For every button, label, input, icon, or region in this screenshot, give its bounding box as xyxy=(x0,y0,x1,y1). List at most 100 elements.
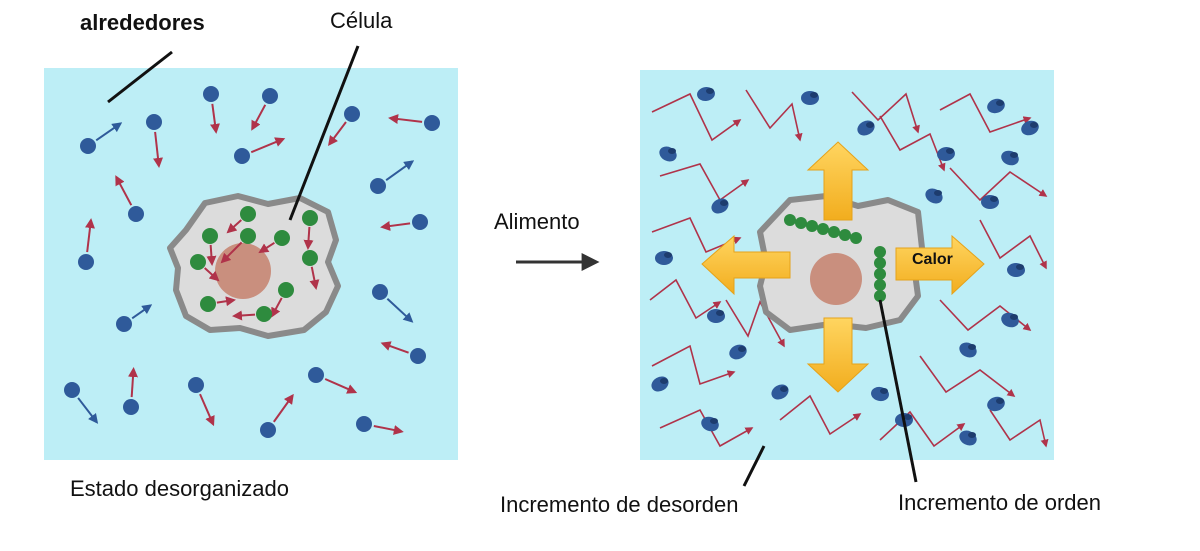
organelle-motion-arrow xyxy=(220,241,243,264)
dispersed-molecule-detail xyxy=(1016,264,1024,270)
surrounding-molecule xyxy=(260,422,276,438)
molecule-motion-arrow xyxy=(251,104,267,131)
cell-organelle xyxy=(278,282,294,298)
organelle-motion-arrow xyxy=(258,241,275,254)
dispersed-molecule-detail xyxy=(968,432,976,438)
random-walk-path xyxy=(939,92,1032,133)
dispersed-molecule-detail xyxy=(934,190,942,196)
molecule-motion-arrow xyxy=(380,341,409,354)
dispersed-molecule-detail xyxy=(1010,314,1018,320)
dispersed-molecule-detail xyxy=(866,122,874,128)
molecule-motion-arrow xyxy=(115,175,133,206)
surrounding-molecule xyxy=(424,115,440,131)
dispersed-molecule-detail xyxy=(664,252,672,258)
molecule-motion-arrow xyxy=(272,393,294,423)
dispersed-molecule-detail xyxy=(996,100,1004,106)
organelle-motion-arrow xyxy=(271,297,283,318)
left-organelles xyxy=(190,206,320,322)
surrounding-molecule xyxy=(370,178,386,194)
dispersed-molecule-detail xyxy=(996,398,1004,404)
cell-organelle xyxy=(202,228,218,244)
surrounding-molecule xyxy=(64,382,80,398)
molecule-motion-arrow xyxy=(95,122,123,142)
organelle-motion-arrow xyxy=(303,226,314,250)
cell-label: Célula xyxy=(330,8,393,33)
ordered-chain-bead xyxy=(828,226,840,238)
ordered-chain-bead xyxy=(874,246,886,258)
disorder-pointer-line xyxy=(742,445,766,487)
surrounding-molecule xyxy=(203,86,219,102)
surrounding-molecule xyxy=(412,214,428,230)
left-molecules xyxy=(64,86,440,438)
random-walk-path xyxy=(659,163,750,202)
molecule-motion-arrow xyxy=(199,393,215,427)
molecule-motion-arrow xyxy=(324,378,358,394)
surrounding-molecule xyxy=(123,399,139,415)
heat-arrow-left xyxy=(701,234,791,296)
organelle-motion-arrow xyxy=(206,244,217,266)
molecule-motion-arrow xyxy=(380,221,411,231)
molecule-motion-arrow xyxy=(328,121,347,146)
heat-arrow-right xyxy=(895,234,985,296)
heat-arrow-up xyxy=(806,141,870,221)
dispersed-molecule-detail xyxy=(706,88,714,94)
molecule-motion-arrow xyxy=(131,304,153,320)
random-walk-path xyxy=(745,89,803,142)
random-walk-path xyxy=(651,92,742,142)
organelle-motion-arrow xyxy=(226,219,242,234)
molecule-motion-arrow xyxy=(85,218,95,253)
disorganized-state-caption: Estado desorganizado xyxy=(70,476,289,501)
order-increase-caption: Incremento de orden xyxy=(898,490,1102,515)
right-cell-nucleus xyxy=(810,253,862,305)
organelle-motion-arrow xyxy=(232,310,256,321)
dispersed-molecule-detail xyxy=(946,148,954,154)
dispersed-molecule-detail xyxy=(720,200,728,206)
dispersed-molecule-detail xyxy=(1010,152,1018,158)
organelle-motion-arrow xyxy=(216,296,236,307)
surrounding-molecule xyxy=(372,284,388,300)
heat-label: Calor xyxy=(912,251,953,268)
ordered-chain-bead xyxy=(874,279,886,291)
dispersed-molecule-detail xyxy=(810,92,818,98)
random-walk-path xyxy=(649,278,722,320)
random-walk-path xyxy=(989,409,1049,448)
surrounding-molecule xyxy=(344,106,360,122)
cell-organelle xyxy=(302,210,318,226)
disorder-increase-caption: Incremento de desorden xyxy=(500,492,739,517)
cell-organelle xyxy=(200,296,216,312)
ordered-chain-bead xyxy=(795,217,807,229)
food-label: Alimento xyxy=(494,209,580,234)
surrounding-molecule xyxy=(128,206,144,222)
right-molecules xyxy=(651,86,1039,446)
molecule-motion-arrow xyxy=(250,137,286,154)
ordered-chain-bead xyxy=(839,229,851,241)
ordered-chain-bead xyxy=(874,257,886,269)
dispersed-molecule-detail xyxy=(780,386,788,392)
cell-organelle xyxy=(302,250,318,266)
dispersed-molecule-detail xyxy=(668,148,676,154)
random-walk-path xyxy=(879,410,966,448)
surrounding-molecule xyxy=(146,114,162,130)
random-walk-path xyxy=(851,91,920,134)
molecule-motion-arrow xyxy=(128,367,138,398)
dispersed-molecule-detail xyxy=(738,346,746,352)
dispersed-molecule-detail xyxy=(660,378,668,384)
molecule-motion-arrow xyxy=(388,114,423,124)
ordered-chain-bead xyxy=(874,290,886,302)
right-organized-chains xyxy=(784,214,886,302)
dispersed-molecule-detail xyxy=(710,418,718,424)
molecule-motion-arrow xyxy=(373,424,404,435)
surroundings-pointer-line xyxy=(107,50,173,104)
surrounding-molecule xyxy=(116,316,132,332)
random-walk-path xyxy=(779,394,862,436)
molecule-motion-arrow xyxy=(153,131,163,168)
random-walk-path xyxy=(919,355,1016,397)
ordered-chain-bead xyxy=(850,232,862,244)
dispersed-molecule-detail xyxy=(716,310,724,316)
dispersed-molecule-detail xyxy=(990,196,998,202)
random-walk-path xyxy=(725,299,785,348)
ordered-chain-bead xyxy=(817,223,829,235)
molecule-motion-arrow xyxy=(385,160,415,182)
random-walk-path xyxy=(949,167,1048,202)
